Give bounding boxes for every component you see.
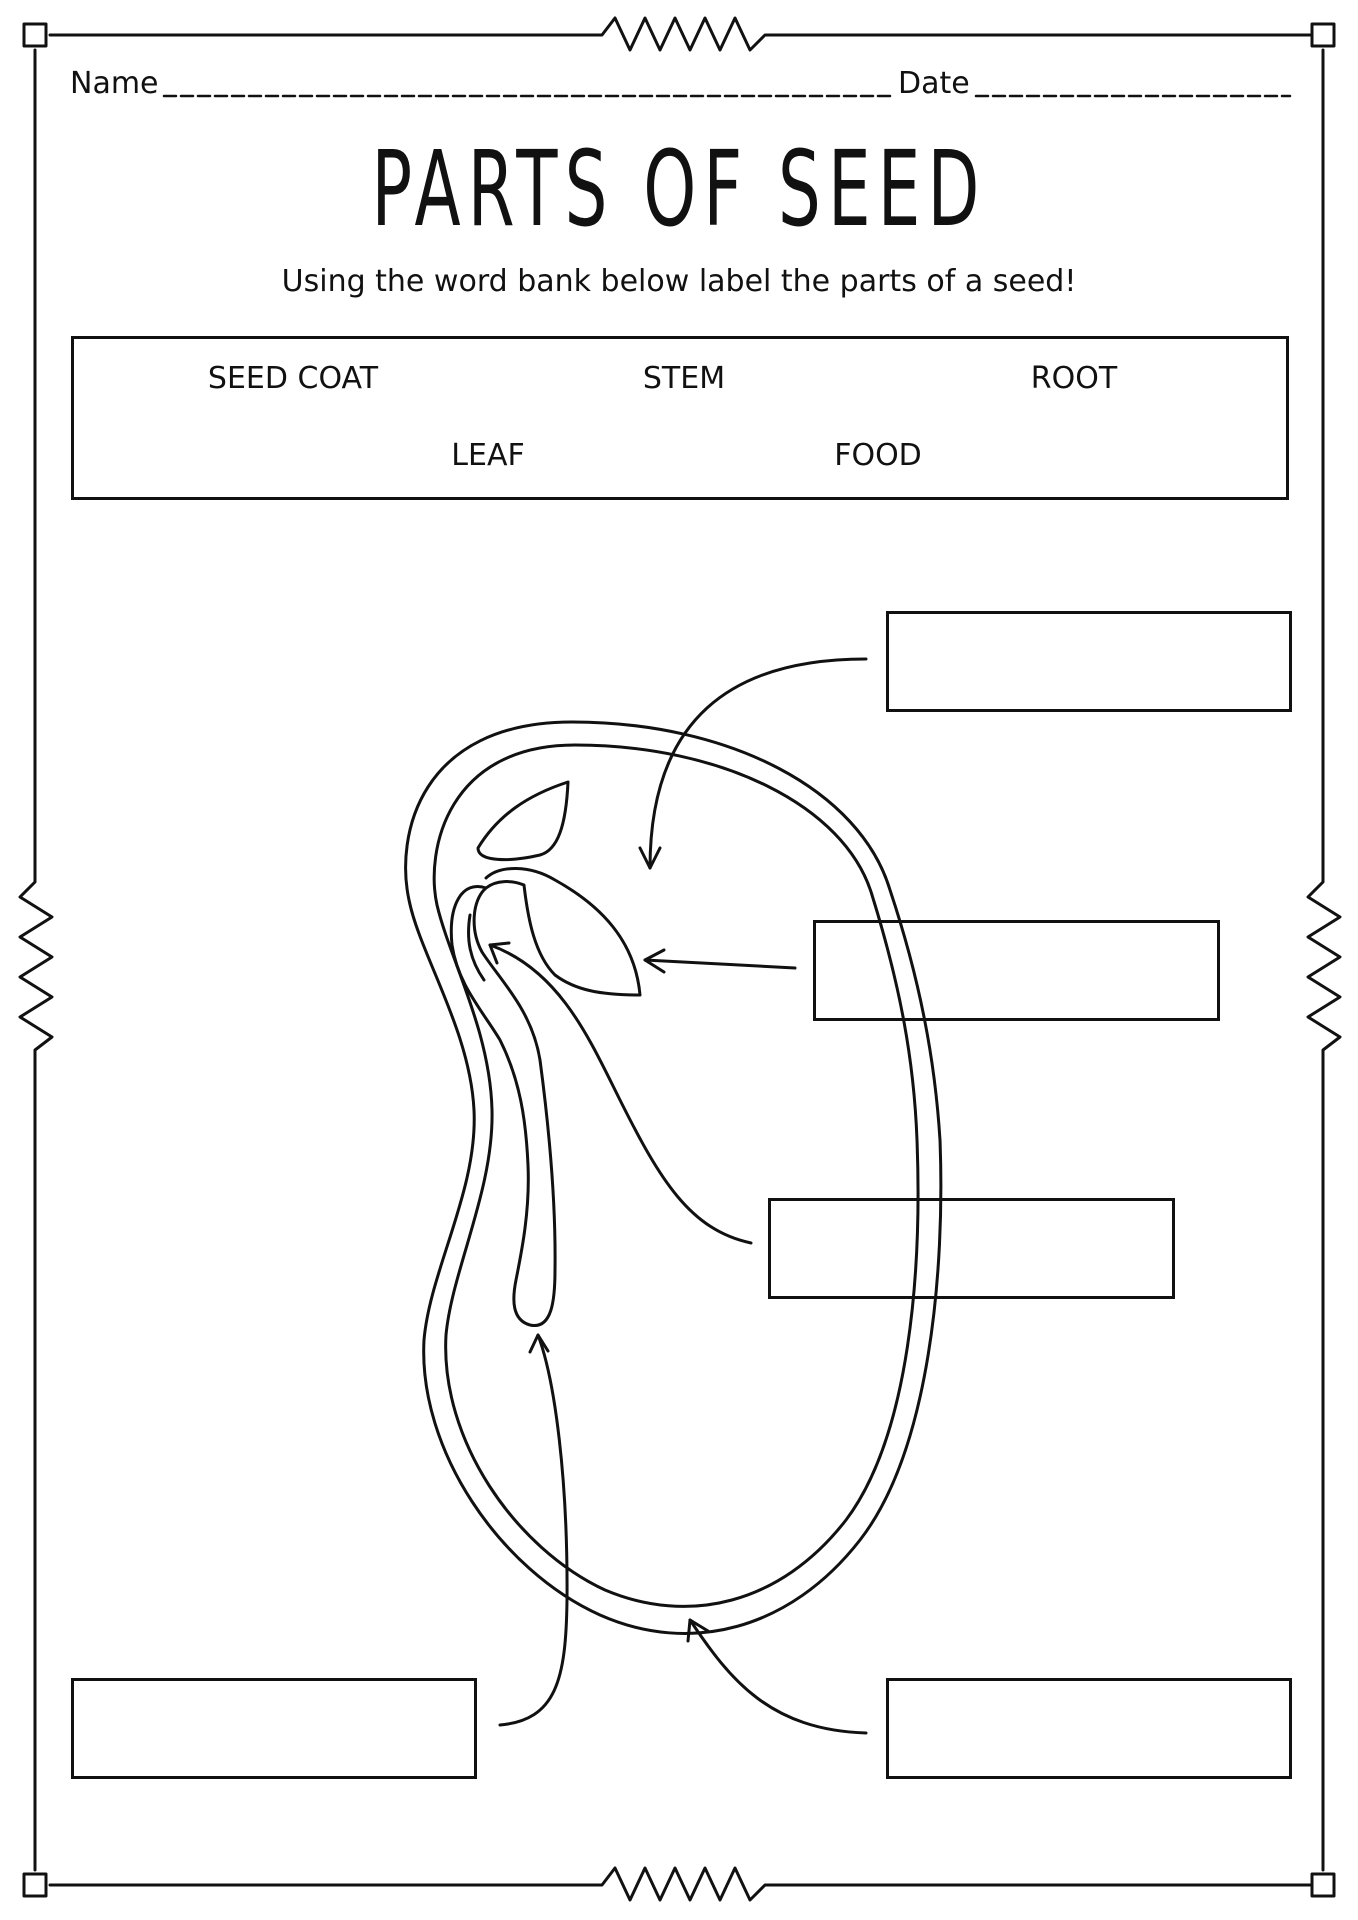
corner-top-right — [1310, 22, 1336, 48]
arrow-bottom-right — [688, 1618, 868, 1735]
border-left — [18, 48, 54, 1872]
arrow-bottom-left-head — [528, 1333, 550, 1354]
seed-coat-inner — [432, 743, 920, 1608]
word-bank-item: SEED COAT — [207, 361, 379, 396]
arrow-middle — [643, 958, 797, 970]
answer-box-top-right[interactable] — [886, 611, 1292, 712]
corner-bottom-right — [1310, 1872, 1336, 1898]
arrow-top-head — [638, 846, 662, 870]
word-bank-item: FOOD — [834, 438, 922, 473]
arrow-middle-head — [643, 948, 666, 974]
answer-box-bottom-right[interactable] — [886, 1678, 1292, 1779]
plumule-leaf — [484, 867, 642, 997]
arrow-lower-head — [488, 941, 511, 965]
arrow-bottom-right-head — [686, 1618, 710, 1643]
border-bottom — [48, 1866, 1312, 1902]
word-bank-item: ROOT — [1030, 361, 1118, 396]
arrow-top — [648, 657, 868, 870]
answer-box-bottom-left[interactable] — [71, 1678, 477, 1779]
corner-bottom-left — [22, 1872, 48, 1898]
answer-box-lower-right[interactable] — [768, 1198, 1175, 1299]
name-label: Name — [70, 66, 159, 101]
corner-top-left — [22, 22, 48, 48]
arrow-bottom-left — [498, 1333, 569, 1727]
word-bank-item: STEM — [642, 361, 726, 396]
border-right — [1306, 48, 1342, 1872]
arrow-lower — [488, 943, 753, 1245]
date-label: Date — [898, 66, 970, 101]
word-bank-item: LEAF — [451, 438, 525, 473]
word-bank: SEED COAT STEM ROOT LEAF FOOD — [71, 336, 1289, 500]
instructions: Using the word bank below label the part… — [281, 264, 1077, 299]
seed-coat-outer — [404, 720, 943, 1635]
embryo-axis-inner — [467, 913, 486, 982]
answer-box-middle-right[interactable] — [813, 920, 1220, 1021]
border-top — [48, 16, 1312, 52]
plumule-upper-leaf — [476, 780, 570, 862]
page-title: PARTS OF SEED — [371, 128, 987, 250]
embryo-axis — [449, 885, 557, 1327]
